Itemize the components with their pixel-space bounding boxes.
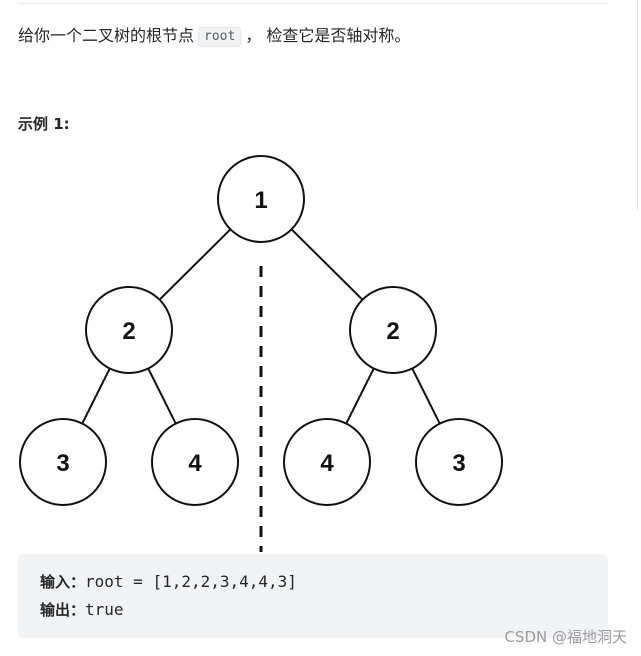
tree-node-left-right: 4 (151, 418, 239, 506)
tree-node-value: 3 (452, 450, 465, 477)
tree-nodes: 1 2 2 3 4 4 3 (19, 155, 503, 506)
tree-node-value: 4 (320, 450, 334, 477)
tree-node-left-left: 3 (19, 418, 107, 506)
tree-edge-root-right (290, 228, 364, 301)
tree-node-value: 1 (254, 187, 267, 214)
tree-node-circle (85, 286, 173, 374)
tree-node-left: 2 (85, 286, 173, 374)
output-line: 输出：true (40, 598, 124, 622)
output-label: 输出： (40, 601, 86, 619)
binary-tree-diagram: 1 2 2 3 4 4 3 (19, 155, 503, 552)
tree-edge-left-left-right (147, 368, 177, 424)
tree-node-root: 1 (217, 155, 305, 243)
output-value: true (85, 600, 124, 619)
top-divider (18, 3, 608, 4)
tree-node-value: 3 (56, 450, 69, 477)
input-line: 输入：root = [1,2,2,3,4,4,3] (40, 570, 297, 594)
tree-edge-left-left-left (81, 368, 111, 424)
tree-node-circle (415, 418, 503, 506)
tree-edge-right-right-left (345, 368, 375, 424)
inline-code-root: root (198, 27, 242, 47)
tree-node-circle (151, 418, 239, 506)
tree-node-circle (283, 418, 371, 506)
csdn-watermark: CSDN @福地洞天 (504, 628, 627, 646)
tree-edge-root-left (158, 228, 232, 301)
tree-node-circle (349, 286, 437, 374)
input-value: root = [1,2,2,3,4,4,3] (85, 572, 297, 591)
tree-node-value: 4 (188, 450, 202, 477)
tree-edge-right-right-right (411, 368, 441, 424)
tree-node-circle (217, 155, 305, 243)
example-heading: 示例 1: (18, 115, 70, 133)
description-text-after: ， 检查它是否轴对称。 (245, 26, 411, 45)
tree-node-right: 2 (349, 286, 437, 374)
tree-edges (81, 228, 441, 424)
input-label: 输入： (40, 573, 86, 591)
tree-node-value: 2 (122, 318, 135, 345)
example-io-box: 输入：root = [1,2,2,3,4,4,3] 输出：true (18, 554, 608, 638)
scrollbar-edge (637, 0, 638, 210)
tree-node-value: 2 (386, 318, 399, 345)
tree-node-circle (19, 418, 107, 506)
tree-node-right-left: 4 (283, 418, 371, 506)
tree-node-right-right: 3 (415, 418, 503, 506)
description-text-before: 给你一个二叉树的根节点 (18, 26, 195, 45)
